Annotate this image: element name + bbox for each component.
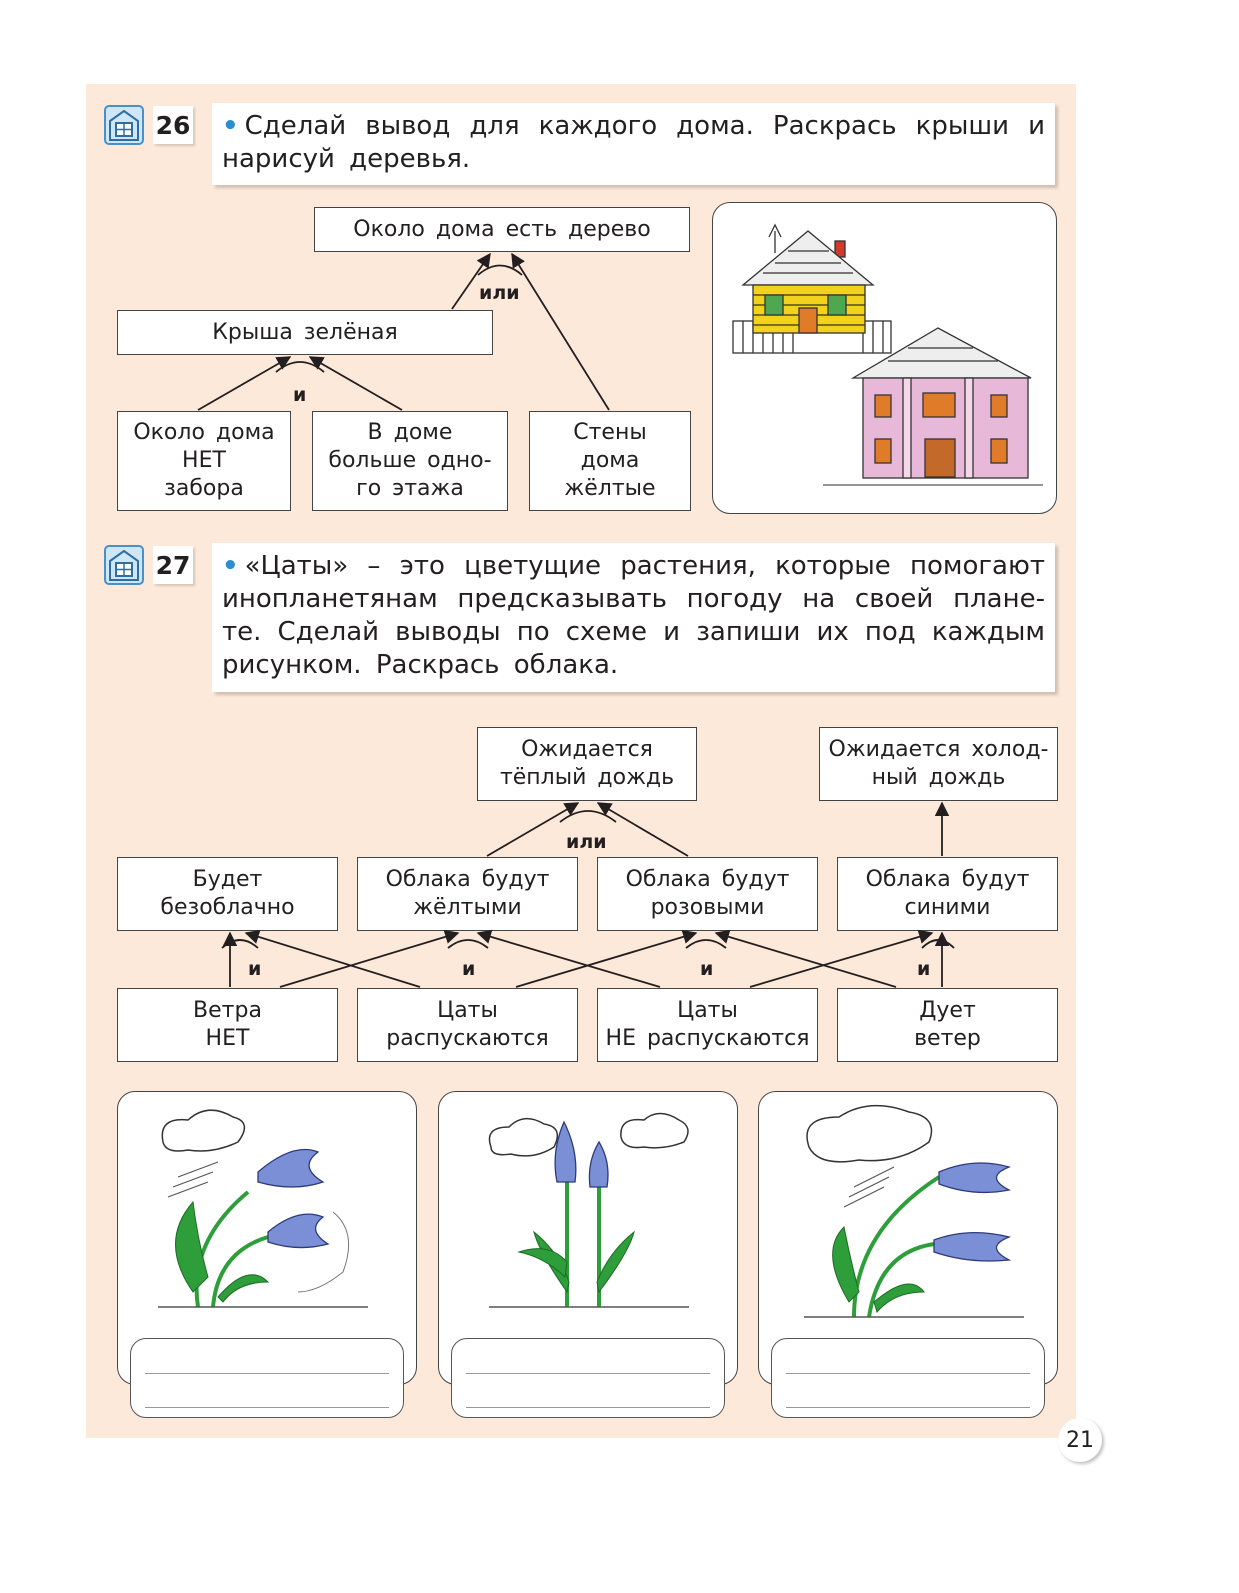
- houses-picture: [712, 202, 1057, 514]
- answer-line: [145, 1373, 389, 1374]
- box-warm-rain: Ожидается тёплый дождь: [477, 727, 697, 801]
- connector-or-label: или: [479, 282, 520, 304]
- bullet-icon: •: [222, 551, 239, 581]
- flower-icon: [938, 1162, 1012, 1194]
- cloud-icon: [620, 1112, 689, 1149]
- flower-icon: [554, 1120, 577, 1183]
- picture-windy-bloom: [117, 1091, 417, 1385]
- homework-house-icon: [104, 105, 144, 145]
- windy-flowers-illustration: [158, 1109, 368, 1308]
- box-no-bloom: Цаты НЕ распускаются: [597, 988, 818, 1062]
- houses-illustration: [732, 223, 1043, 486]
- task-26-number: 26: [153, 106, 193, 144]
- box-more-floors: В доме больше одно- го этажа: [312, 411, 508, 511]
- box-no-fence: Около дома НЕТ забора: [117, 411, 291, 511]
- picture-calm-bloom: [438, 1091, 738, 1385]
- big-house-icon: [823, 327, 1043, 486]
- box-no-wind: Ветра НЕТ: [117, 988, 338, 1062]
- box-cold-rain: Ожидается холод- ный дождь: [819, 727, 1058, 801]
- box-yellow-walls: Стены дома жёлтые: [529, 411, 691, 511]
- flower-icon: [267, 1213, 330, 1249]
- connector-and-label: и: [248, 958, 262, 980]
- box-yellow-clouds: Облака будут жёлтыми: [357, 857, 578, 931]
- house-glyph-icon: [109, 109, 139, 141]
- box-blue-clouds: Облака будут синими: [837, 857, 1058, 931]
- box-tree-near-house: Около дома есть дерево: [314, 207, 690, 252]
- box-cloudless: Будет безоблачно: [117, 857, 338, 931]
- flower-icon: [933, 1232, 1012, 1262]
- box-wind: Дует ветер: [837, 988, 1058, 1062]
- answer-line: [145, 1407, 389, 1408]
- answer-box-3[interactable]: [771, 1338, 1045, 1418]
- connector-or-label: или: [566, 831, 607, 853]
- task-26-text: •Сделай вывод для каждого дома. Раскрась…: [212, 103, 1055, 185]
- box-pink-clouds: Облака будут розовыми: [597, 857, 818, 931]
- page-number: 21: [1058, 1418, 1102, 1462]
- connector-and-label: и: [917, 958, 931, 980]
- answer-line: [786, 1407, 1030, 1408]
- picture-windy-closed: [758, 1091, 1058, 1385]
- box-roof-green: Крыша зелёная: [117, 310, 493, 355]
- small-house-icon: [741, 223, 875, 334]
- task-27-number: 27: [153, 546, 193, 584]
- connector-and-label: и: [293, 384, 307, 406]
- answer-box-1[interactable]: [130, 1338, 404, 1418]
- task-27-instruction: «Цаты» – это цветущие растения, которые …: [222, 551, 1045, 680]
- task-27-text: •«Цаты» – это цветущие растения, которые…: [212, 543, 1055, 692]
- task-26-instruction: Сделай вывод для каждого дома. Раскрась …: [222, 111, 1045, 174]
- cloud-icon: [488, 1118, 559, 1157]
- flower-icon: [257, 1148, 325, 1188]
- answer-line: [466, 1407, 710, 1408]
- cloud-icon: [161, 1109, 246, 1152]
- box-bloom: Цаты распускаются: [357, 988, 578, 1062]
- bullet-icon: •: [222, 111, 239, 141]
- cloud-icon: [806, 1104, 933, 1163]
- answer-line: [466, 1373, 710, 1374]
- house-glyph-icon: [109, 549, 139, 581]
- answer-box-2[interactable]: [451, 1338, 725, 1418]
- connector-and-label: и: [462, 958, 476, 980]
- flower-icon: [588, 1140, 609, 1188]
- homework-house-icon: [104, 545, 144, 585]
- connector-and-label: и: [700, 958, 714, 980]
- answer-line: [786, 1373, 1030, 1374]
- windy-closed-flowers-illustration: [804, 1104, 1024, 1318]
- calm-flowers-illustration: [488, 1112, 689, 1308]
